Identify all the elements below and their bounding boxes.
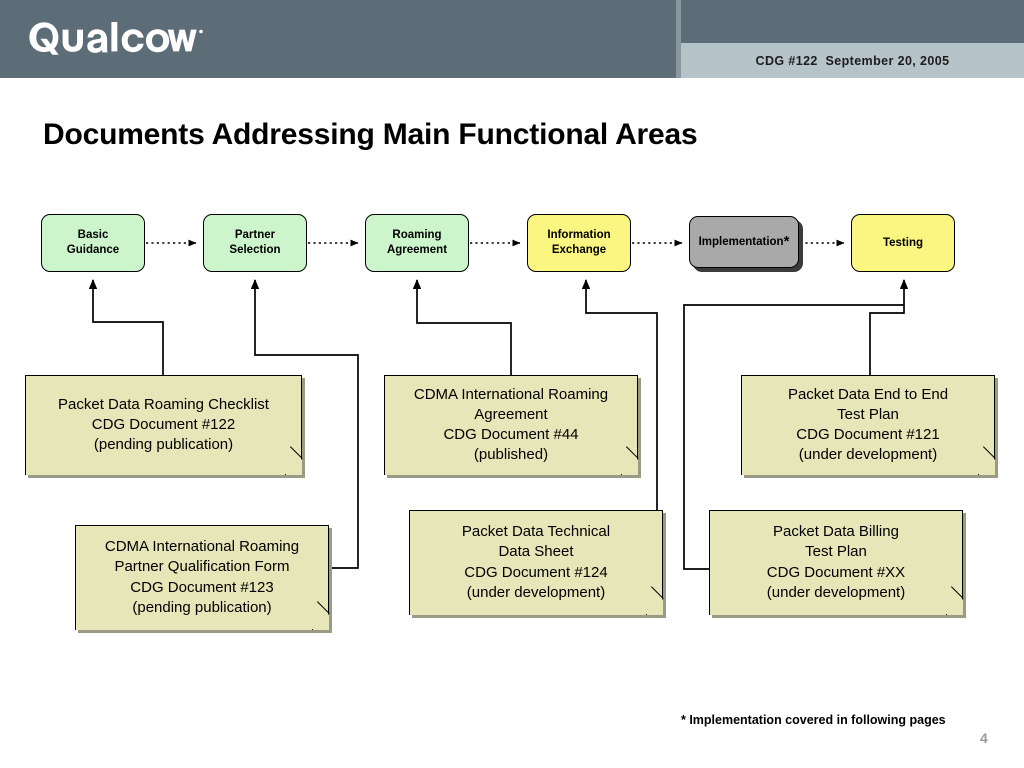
page-number: 4 bbox=[980, 730, 988, 746]
document-box-cdma-intl-roaming-partner-qualification-form[interactable]: CDMA International Roaming Partner Quali… bbox=[75, 525, 330, 630]
flow-box-label: Implementation bbox=[698, 235, 784, 248]
flow-box-label: Basic Guidance bbox=[66, 229, 120, 256]
header-band bbox=[681, 43, 1024, 78]
footnote: * Implementation covered in following pa… bbox=[681, 713, 946, 727]
document-box-cdma-intl-roaming-agreement[interactable]: CDMA International Roaming Agreement CDG… bbox=[384, 375, 639, 475]
flow-box-label: Information Exchange bbox=[547, 229, 611, 256]
page-fold-icon bbox=[946, 599, 963, 615]
page-fold-icon bbox=[646, 599, 663, 615]
flow-box-partner-selection[interactable]: Partner Selection bbox=[203, 214, 307, 272]
qualcomm-logo bbox=[28, 18, 203, 58]
page-fold-icon bbox=[978, 459, 995, 475]
document-box-label: Packet Data Technical Data Sheet CDG Doc… bbox=[461, 523, 611, 601]
document-box-packet-data-billing-test-plan[interactable]: Packet Data Billing Test Plan CDG Docume… bbox=[709, 510, 964, 615]
header-meta-text: CDG #122 September 20, 2005 bbox=[755, 53, 950, 68]
flow-box-label: Partner Selection bbox=[229, 229, 281, 256]
flow-box-basic-guidance[interactable]: Basic Guidance bbox=[41, 214, 145, 272]
page-fold-icon bbox=[621, 459, 638, 475]
flow-box-roaming-agreement[interactable]: Roaming Agreement bbox=[365, 214, 469, 272]
flow-box-implementation[interactable]: Implementation* bbox=[689, 216, 799, 268]
page-title: Documents Addressing Main Functional Are… bbox=[43, 118, 698, 151]
document-box-packet-data-technical-data-sheet[interactable]: Packet Data Technical Data Sheet CDG Doc… bbox=[409, 510, 664, 615]
page-fold-icon bbox=[285, 459, 302, 475]
document-box-label: Packet Data Roaming Checklist CDG Docume… bbox=[58, 395, 269, 454]
flow-box-testing[interactable]: Testing bbox=[851, 214, 955, 272]
document-box-label: CDMA International Roaming Agreement CDG… bbox=[413, 385, 609, 464]
header-bar-top-right bbox=[676, 0, 1024, 43]
document-box-label: CDMA International Roaming Partner Quali… bbox=[104, 538, 300, 616]
document-box-label: Packet Data End to End Test Plan CDG Doc… bbox=[787, 385, 949, 464]
header-separator bbox=[676, 0, 681, 78]
document-box-packet-data-roaming-checklist[interactable]: Packet Data Roaming Checklist CDG Docume… bbox=[25, 375, 303, 475]
flow-box-label: Roaming Agreement bbox=[386, 229, 448, 256]
document-box-label: Packet Data Billing Test Plan CDG Docume… bbox=[766, 523, 906, 601]
flow-box-information-exchange[interactable]: Information Exchange bbox=[527, 214, 631, 272]
document-box-packet-data-end-to-end-test-plan[interactable]: Packet Data End to End Test Plan CDG Doc… bbox=[741, 375, 996, 475]
flow-box-label: Testing bbox=[882, 236, 924, 249]
page-fold-icon bbox=[312, 614, 329, 630]
